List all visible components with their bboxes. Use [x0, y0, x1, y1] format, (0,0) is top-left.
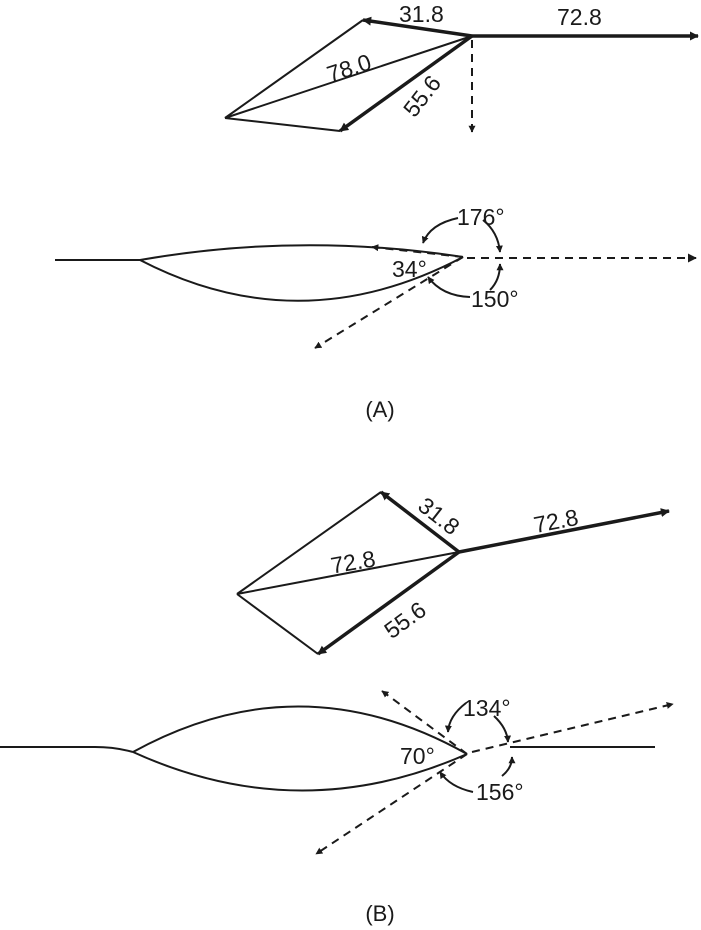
panel-b-angle-70: 70°: [400, 743, 435, 769]
panel-b-arc-156-left: [439, 771, 474, 793]
panel-b-label-31-8: 31.8: [413, 492, 464, 540]
panel-a-lower-interface: [139, 256, 464, 302]
panel-b-tangent-upper: [381, 690, 468, 755]
panel-a-arc-150-right: [489, 263, 504, 291]
panel-a-label-72-8: 72.8: [557, 4, 602, 30]
panel-a-angle-150: 150°: [471, 286, 519, 312]
panel-a-label-78-0: 78.0: [324, 49, 375, 88]
panel-a-vector-31-8: [362, 16, 473, 38]
panel-b-lower-interface: [132, 751, 468, 792]
panel-b-contact-diagram: 134° 70° 156°: [0, 690, 674, 855]
panel-a-resultant-line: [224, 35, 473, 119]
panel-b-vector-31-8: [379, 490, 461, 554]
panel-a-parallelogram-edge: [224, 19, 364, 119]
panel-b-caption: (B): [365, 901, 394, 926]
panel-b-label-72-8-right: 72.8: [532, 504, 581, 538]
panel-b-baseline-left: [0, 746, 134, 753]
panel-b-arc-156-right: [501, 756, 516, 777]
panel-b-force-diagram: 31.8 72.8 72.8 55.6: [236, 490, 670, 656]
panel-b-arc-134-left: [444, 702, 467, 733]
panel-b: 31.8 72.8 72.8 55.6 134° 70° 156° (B): [0, 490, 674, 926]
panel-b-arc-134-right: [493, 715, 512, 743]
panel-b-resultant-line: [236, 551, 460, 595]
panel-b-parallelogram-edge: [236, 491, 382, 595]
panel-a-parallelogram-edge: [224, 117, 341, 132]
panel-b-vector-55-6: [316, 550, 461, 656]
panel-a-tangent-upper: [371, 244, 464, 258]
panel-a-arc-176-right: [482, 219, 503, 253]
panel-a-arc-176-left: [421, 217, 459, 244]
panel-a-angle-176: 176°: [457, 204, 505, 230]
panel-b-angle-156: 156°: [476, 779, 524, 805]
panel-a-label-55-6: 55.6: [398, 70, 446, 121]
panel-a-label-31-8: 31.8: [399, 1, 444, 27]
panel-b-vector-72-8: [458, 508, 670, 554]
panel-a-force-diagram: 31.8 72.8 78.0 55.6: [224, 1, 699, 133]
panel-a-vector-55-6: [338, 34, 474, 133]
panel-b-tangent-lower: [315, 753, 468, 855]
panel-b-angle-134: 134°: [463, 695, 511, 721]
panel-a-contact-diagram: 176° 34° 150°: [55, 204, 697, 349]
panel-a-arc-150-left: [427, 276, 471, 298]
panel-b-upper-interface: [132, 705, 468, 755]
panel-b-label-72-8-diagonal: 72.8: [329, 545, 378, 578]
panel-a-tangent-lower: [314, 256, 464, 349]
panel-a-caption: (A): [365, 397, 394, 422]
panel-a: 31.8 72.8 78.0 55.6 176° 34° 150° (A): [55, 1, 699, 422]
panel-a-angle-34: 34°: [392, 256, 427, 282]
panel-b-parallelogram-edge: [236, 593, 319, 655]
panel-b-tangent-right: [471, 702, 674, 753]
